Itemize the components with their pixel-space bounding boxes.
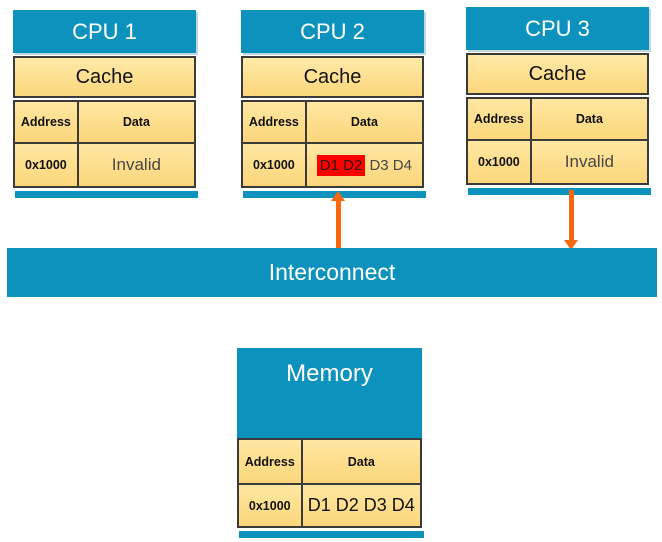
memory-title: Memory	[237, 348, 422, 438]
cpu2-connector-line	[335, 199, 341, 249]
cpu3-entry-address: 0x1000	[468, 141, 532, 183]
interconnect-label: Interconnect	[268, 259, 396, 285]
cpu3-entry-data-value: Invalid	[564, 152, 614, 171]
cpu3-block: CPU 3 Cache Address Data 0x1000 Invalid	[466, 7, 651, 195]
memory-address-column-header: Address	[239, 440, 303, 483]
memory-entry-data: D1 D2 D3 D4	[302, 485, 420, 526]
cpu2-cache-entry-row: 0x1000 D1 D2 D3 D4	[243, 144, 422, 186]
cpu3-data-column-header: Data	[531, 99, 647, 139]
cpu1-title: CPU 1	[13, 10, 196, 53]
cpu3-bottom-strip	[468, 188, 651, 195]
arrow-down-head-icon	[564, 240, 578, 250]
memory-entry-data-value: D1 D2 D3 D4	[307, 495, 415, 515]
cpu3-connector-line	[568, 190, 574, 242]
memory-header-row: Address Data	[239, 440, 420, 485]
cpu2-entry-data: D1 D2 D3 D4	[306, 144, 422, 186]
cpu3-to-interconnect-arrow-icon	[564, 190, 578, 250]
cpu1-data-column-header: Data	[78, 102, 194, 142]
cpu1-entry-address: 0x1000	[15, 144, 79, 186]
cpu2-cache-label: Cache	[241, 56, 424, 98]
arrow-up-head-icon	[331, 191, 345, 201]
cpu1-cache-table: Address Data 0x1000 Invalid	[13, 100, 196, 188]
cpu3-address-column-header: Address	[468, 99, 532, 139]
memory-table: Address Data 0x1000 D1 D2 D3 D4	[237, 438, 422, 528]
memory-data-column-header: Data	[302, 440, 420, 483]
cpu2-data-column-header: Data	[306, 102, 422, 142]
cpu3-cache-header-row: Address Data	[468, 99, 647, 141]
interconnect-to-cpu2-arrow-icon	[331, 191, 345, 249]
cpu1-cache-header-row: Address Data	[15, 102, 194, 144]
cpu1-cache-entry-row: 0x1000 Invalid	[15, 144, 194, 186]
cpu3-entry-data: Invalid	[531, 141, 647, 183]
cpu3-cache-entry-row: 0x1000 Invalid	[468, 141, 647, 183]
memory-block: Memory Address Data 0x1000 D1 D2 D3 D4	[237, 348, 424, 538]
cpu2-cache-header-row: Address Data	[243, 102, 422, 144]
cpu2-title: CPU 2	[241, 10, 424, 53]
cpu3-title: CPU 3	[466, 7, 649, 50]
cpu1-cache-label: Cache	[13, 56, 196, 98]
cpu1-bottom-strip	[15, 191, 198, 198]
cpu3-cache-label: Cache	[466, 53, 649, 95]
cpu1-block: CPU 1 Cache Address Data 0x1000 Invalid	[13, 10, 198, 198]
cpu1-address-column-header: Address	[15, 102, 79, 142]
cpu3-cache-table: Address Data 0x1000 Invalid	[466, 97, 649, 185]
cpu2-entry-data-rest: D3 D4	[365, 156, 412, 174]
cpu1-entry-data-value: Invalid	[111, 155, 161, 174]
cpu2-entry-data-highlighted: D1 D2	[316, 154, 366, 176]
memory-entry-address: 0x1000	[239, 485, 303, 526]
interconnect-bar: Interconnect	[7, 248, 657, 297]
cpu2-block: CPU 2 Cache Address Data 0x1000 D1 D2 D3…	[241, 10, 426, 198]
memory-entry-row: 0x1000 D1 D2 D3 D4	[239, 485, 420, 526]
cpu1-entry-data: Invalid	[78, 144, 194, 186]
cpu2-cache-table: Address Data 0x1000 D1 D2 D3 D4	[241, 100, 424, 188]
cpu2-entry-address: 0x1000	[243, 144, 307, 186]
memory-bottom-strip	[239, 531, 424, 538]
cpu2-address-column-header: Address	[243, 102, 307, 142]
